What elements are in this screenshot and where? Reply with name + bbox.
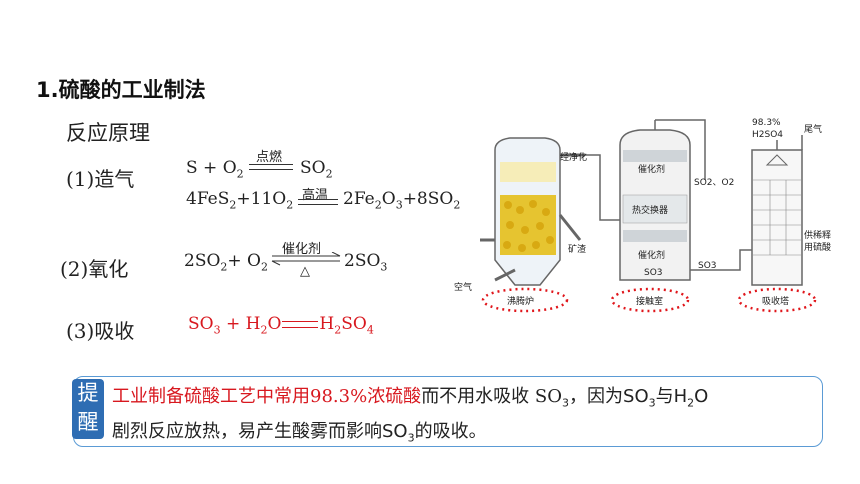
note-text: 工业制备硫酸工艺中常用98.3%浓硫酸而不用水吸收 SO3，因为SO3与H2O …	[112, 386, 709, 445]
equals-double-line	[249, 164, 293, 170]
label-catalyst1: 催化剂	[638, 163, 665, 175]
label-dilute-2: 用硫酸	[804, 241, 831, 253]
label-ore: 矿渣	[568, 243, 586, 255]
label-absorber: 吸收塔	[762, 295, 789, 307]
label-air: 空气	[454, 281, 472, 293]
step3-label: (3)吸收	[66, 319, 135, 343]
absorption-tower	[751, 135, 803, 286]
equation-3: 2SO2+ O2	[184, 251, 268, 274]
contact-chamber	[619, 119, 706, 281]
boiling-furnace	[480, 137, 585, 286]
note-box	[73, 376, 823, 447]
equation-2-product: 2Fe2O3+8SO2	[343, 189, 461, 212]
subheading: 反应原理	[66, 121, 150, 145]
equation-1-product: SO2	[300, 158, 333, 181]
step2-label: (2)氧化	[60, 257, 129, 281]
equation-3-product: 2SO3	[344, 251, 388, 274]
label-dilute-1: 供稀释	[804, 229, 831, 241]
label-purify: 经净化	[560, 151, 587, 163]
equals-double-line-2	[298, 199, 338, 205]
condition-ignite: 点燃	[256, 150, 283, 165]
tower-highlight	[737, 287, 817, 313]
note-tag: 提 醒	[72, 379, 104, 439]
step1-label: (1)造气	[66, 167, 135, 191]
label-acid-formula: H2SO4	[752, 130, 783, 140]
label-contact: 接触室	[636, 295, 663, 307]
label-acid-pct: 98.3%	[752, 118, 781, 128]
label-so2o2: SO2、O2	[694, 178, 734, 188]
label-so3-in: SO3	[698, 261, 717, 271]
label-so3-bottom: SO3	[644, 268, 663, 278]
label-tail-gas: 尾气	[804, 123, 822, 135]
label-catalyst2: 催化剂	[638, 249, 665, 261]
reversible-arrow	[271, 252, 341, 266]
equation-2: 4FeS2+11O2	[186, 189, 294, 212]
condition-catalyst: 催化剂	[282, 242, 322, 257]
label-exchanger: 热交换器	[632, 204, 668, 216]
condition-heat: △	[300, 264, 310, 279]
equation-1: S + O2	[186, 158, 244, 181]
furnace-highlight	[481, 287, 569, 313]
label-furnace: 沸腾炉	[507, 295, 534, 307]
process-diagram: 沸腾炉 接触室 吸收塔 经净化 矿渣 空气 催化剂 热交换器 催化剂 SO2、O…	[454, 118, 831, 313]
contact-highlight	[610, 287, 690, 313]
section-heading: 1.硫酸的工业制法	[36, 78, 206, 102]
